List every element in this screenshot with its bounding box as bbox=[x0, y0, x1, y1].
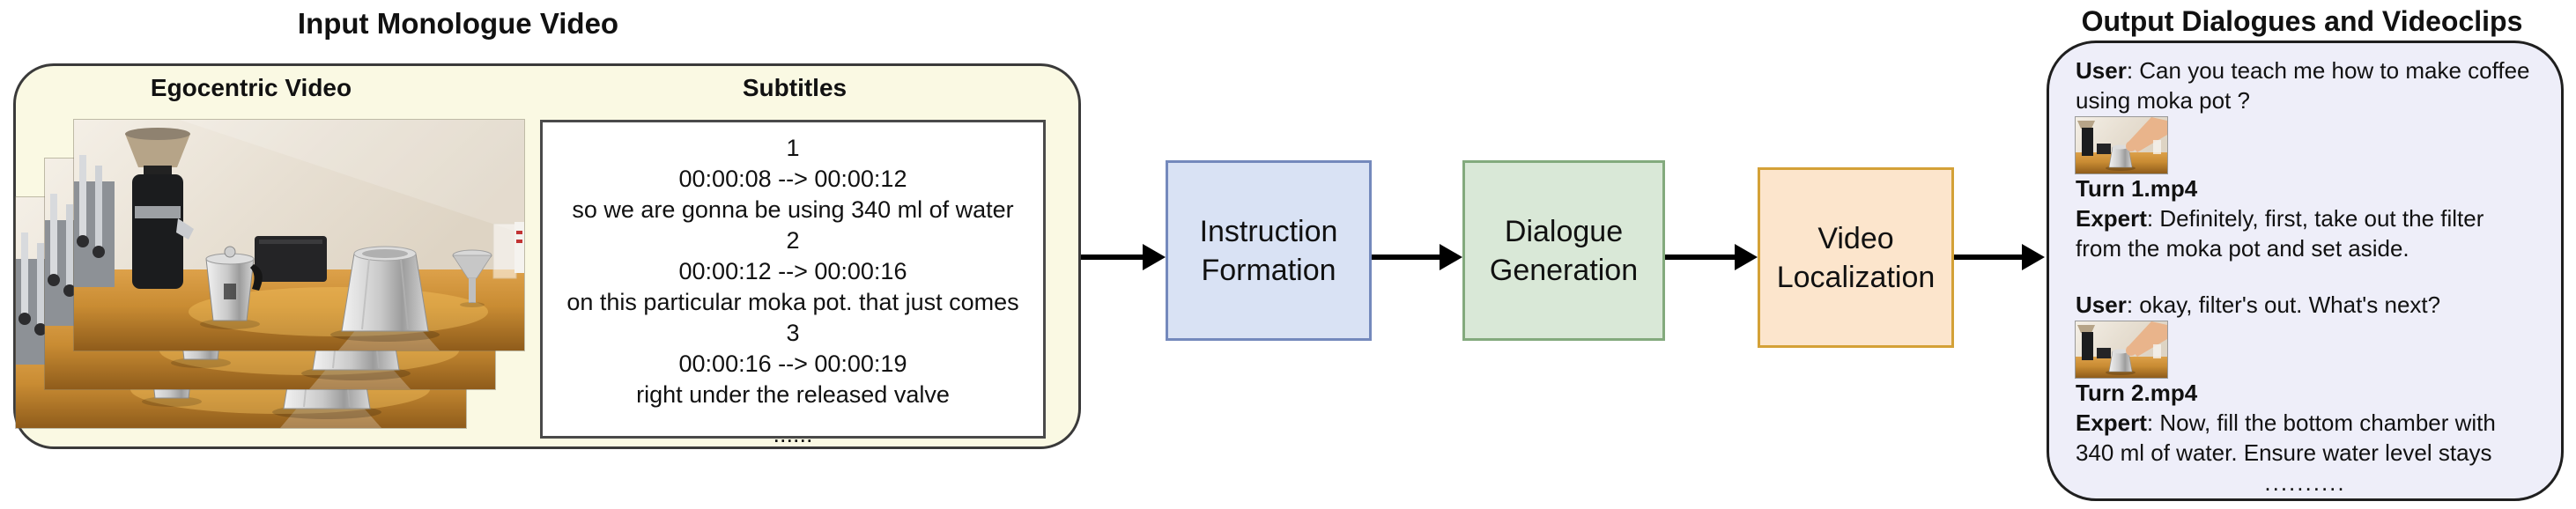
subtitle-line: 00:00:08 --> 00:00:12 bbox=[678, 166, 907, 192]
egocentric-video-label: Egocentric Video bbox=[150, 74, 352, 101]
dialogue-turn-expert-1: Expert: Definitely, first, take out the … bbox=[2076, 203, 2535, 263]
step-label-line: Formation bbox=[1201, 253, 1336, 287]
clip-preview-image bbox=[2076, 117, 2167, 173]
subtitle-line: so we are gonna be using 340 ml of water bbox=[572, 196, 1014, 223]
arrow-shaft bbox=[1372, 254, 1441, 260]
subtitle-line: 1 bbox=[786, 135, 800, 161]
egocentric-frame-front bbox=[73, 119, 525, 351]
videoclip-thumbnail-2 bbox=[2075, 321, 2168, 379]
subtitles-label: Subtitles bbox=[742, 74, 848, 101]
step-label-line: Localization bbox=[1776, 260, 1936, 294]
arrow-dialogue-to-localization bbox=[1665, 244, 1758, 270]
turn-text: : Definitely, first, take out the filter… bbox=[2076, 205, 2484, 262]
arrow-localization-to-output bbox=[1954, 244, 2045, 270]
subtitle-line: on this particular moka pot. that just c… bbox=[566, 289, 1019, 315]
subtitle-line: 00:00:12 --> 00:00:16 bbox=[678, 258, 907, 284]
speaker-label: User bbox=[2076, 291, 2127, 318]
step-label-line: Instruction bbox=[1199, 214, 1338, 248]
turn-spacer bbox=[2076, 263, 2535, 290]
arrow-head-icon bbox=[1440, 244, 1462, 270]
turn-text: : okay, filter's out. What's next? bbox=[2126, 291, 2441, 318]
arrow-shaft bbox=[1954, 254, 2024, 260]
subtitle-ellipsis: ...... bbox=[773, 421, 813, 447]
step-label-line: Video bbox=[1817, 221, 1894, 255]
coffee-scene-image bbox=[74, 120, 524, 350]
dialogue-turn-user-2: User: okay, filter's out. What's next? bbox=[2076, 290, 2535, 320]
arrow-input-to-instruction bbox=[1081, 244, 1166, 270]
arrow-head-icon bbox=[1735, 244, 1758, 270]
arrow-head-icon bbox=[2022, 244, 2045, 270]
clip-filename-2: Turn 2.mp4 bbox=[2076, 380, 2198, 406]
arrow-head-icon bbox=[1143, 244, 1166, 270]
turn-text: : Can you teach me how to make coffee us… bbox=[2076, 57, 2530, 114]
arrow-shaft bbox=[1081, 254, 1144, 260]
speaker-label: User bbox=[2076, 57, 2127, 84]
turn-text: : Now, fill the bottom chamber with 340 … bbox=[2076, 409, 2496, 466]
output-ellipsis: .......... bbox=[2264, 469, 2346, 496]
arrow-shaft bbox=[1665, 254, 1736, 260]
clip-filename-1: Turn 1.mp4 bbox=[2076, 175, 2198, 202]
subtitles-box: 1 00:00:08 --> 00:00:12 so we are gonna … bbox=[540, 120, 1046, 447]
step-label-line: Dialogue bbox=[1504, 214, 1624, 248]
output-section-title: Output Dialogues and Videoclips bbox=[2081, 5, 2523, 37]
input-section-title: Input Monologue Video bbox=[297, 7, 619, 40]
step-label-line: Generation bbox=[1489, 253, 1639, 287]
clip-preview-image bbox=[2076, 321, 2167, 378]
speaker-label: Expert bbox=[2076, 409, 2147, 436]
step-video-localization: Video Localization bbox=[1758, 167, 1954, 348]
subtitle-line: 00:00:16 --> 00:00:19 bbox=[678, 350, 907, 377]
videoclip-thumbnail-1 bbox=[2075, 116, 2168, 174]
subtitle-line: right under the released valve bbox=[636, 381, 950, 408]
dialogue-turn-expert-2: Expert: Now, fill the bottom chamber wit… bbox=[2076, 408, 2535, 468]
step-instruction-formation: Instruction Formation bbox=[1166, 160, 1372, 341]
speaker-label: Expert bbox=[2076, 205, 2147, 232]
dialogue-turn-user-1: User: Can you teach me how to make coffe… bbox=[2076, 55, 2535, 115]
subtitle-line: 3 bbox=[786, 320, 800, 346]
subtitle-line: 2 bbox=[786, 227, 800, 254]
arrow-instruction-to-dialogue bbox=[1372, 244, 1462, 270]
output-panel: User: Can you teach me how to make coffe… bbox=[2047, 41, 2564, 501]
step-dialogue-generation: Dialogue Generation bbox=[1462, 160, 1665, 341]
